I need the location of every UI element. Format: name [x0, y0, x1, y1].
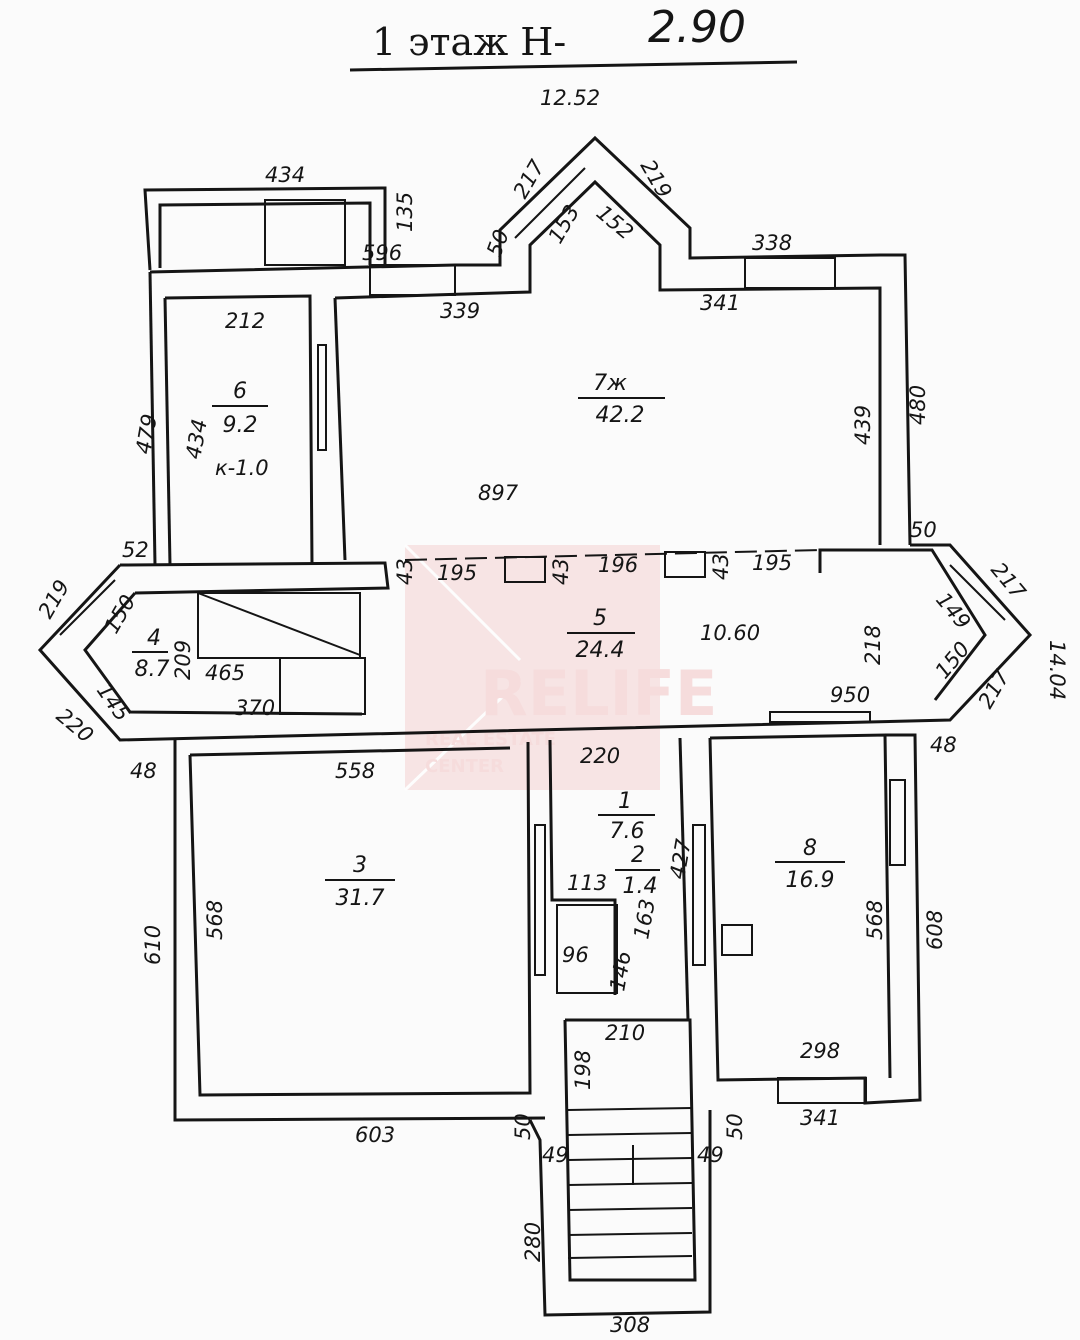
- dimension-label: 1: [618, 789, 632, 814]
- dimension-label: 7ж: [593, 371, 627, 396]
- dimension-label: 16.9: [786, 868, 835, 893]
- dimension-label: 152: [592, 200, 638, 244]
- dimension-label: 219: [34, 576, 75, 623]
- dimension-label: 558: [335, 759, 375, 783]
- dimension-label: 6: [233, 379, 247, 404]
- dimension-label: 298: [800, 1039, 840, 1063]
- dimension-label: 150: [930, 637, 974, 683]
- dimension-label: 568: [203, 900, 227, 940]
- dimension-label: 370: [235, 696, 275, 720]
- walls: [37, 135, 1033, 1317]
- room-labels: 17.6 21.4 331.7 48.7 524.4 69.2к-1.0 7ж4…: [132, 371, 845, 911]
- dimension-label: 49: [697, 1143, 724, 1167]
- dimension-label: 434: [265, 163, 305, 187]
- dimension-label: 280: [521, 1222, 545, 1262]
- room-7: 7ж 42.2: [578, 371, 665, 428]
- dimension-label: 8.7: [135, 657, 170, 682]
- watermark-sub2: CENTER: [425, 756, 504, 777]
- dimension-label: 465: [205, 661, 245, 685]
- corridor-length: 10.60: [700, 621, 760, 645]
- dimension-label: 596: [362, 241, 402, 265]
- overall-width: 12.52: [540, 86, 600, 110]
- dimension-label: 5: [593, 606, 607, 631]
- dimension-label: 897: [478, 481, 519, 505]
- dimension-label: 145: [92, 679, 135, 726]
- room-1: 17.6: [598, 789, 655, 844]
- room-3: 331.7: [325, 853, 395, 911]
- dimension-label: 439: [851, 405, 875, 445]
- dimension-label: 50: [482, 226, 514, 259]
- watermark-brand: RELIFE: [480, 657, 717, 730]
- room-4: 48.7: [132, 626, 170, 682]
- dimension-label: 339: [440, 299, 480, 323]
- title-floor: 1 этаж Н-: [372, 20, 566, 64]
- dimension-label: 7.6: [610, 819, 645, 844]
- dimension-label: 198: [571, 1050, 595, 1090]
- dimension-label: 217: [509, 155, 550, 202]
- dimension-label: 42.2: [596, 403, 645, 428]
- dimension-label: 49: [542, 1143, 569, 1167]
- dimension-label: 113: [567, 871, 607, 895]
- overall-depth: 14.04: [1045, 640, 1069, 700]
- dimension-label: 603: [355, 1123, 395, 1147]
- dimension-label: 9.2: [223, 413, 258, 438]
- page-title: 1 этаж Н- 2.90: [349, 2, 798, 72]
- dimension-label: 219: [636, 156, 677, 203]
- room-6: 6 9.2 к-1.0: [212, 379, 269, 480]
- dimension-label: 50: [723, 1113, 747, 1140]
- dimension-label: 96: [562, 943, 589, 967]
- dimension-label: 43: [549, 558, 573, 585]
- dimension-label: 52: [122, 538, 149, 562]
- dimension-label: 217: [974, 665, 1015, 712]
- dimension-label: 610: [141, 925, 165, 965]
- dimension-label: 150: [100, 591, 141, 638]
- dimension-label: 220: [52, 703, 98, 747]
- dimension-label: 153: [544, 201, 585, 248]
- room-8: 816.9: [775, 836, 845, 893]
- dimension-label: 195: [752, 551, 792, 575]
- dimension-label: 480: [906, 385, 930, 425]
- dimension-label: 434: [181, 417, 212, 461]
- dimension-label: 341: [800, 1106, 840, 1130]
- dimension-label: 209: [171, 640, 195, 680]
- dimension-label: 149: [931, 588, 975, 634]
- room-2: 21.4: [615, 843, 660, 899]
- dimension-label: 220: [580, 744, 620, 768]
- dimension-label: 195: [437, 561, 477, 585]
- dimension-label: 48: [930, 733, 957, 757]
- dimension-label: 427: [665, 837, 696, 881]
- dimension-label: 308: [610, 1313, 650, 1337]
- dimension-label: 48: [130, 759, 157, 783]
- dimension-label: 218: [861, 625, 885, 665]
- dimension-label: 50: [511, 1113, 535, 1140]
- dimension-label: 338: [752, 231, 792, 255]
- dimension-label: 43: [709, 553, 733, 580]
- dimension-label: 31.7: [336, 886, 385, 911]
- dimension-label: 50: [910, 518, 937, 542]
- dimension-label: 43: [393, 558, 417, 585]
- dimension-label: 950: [830, 683, 870, 707]
- room-5: 524.4: [567, 606, 635, 663]
- dimension-label: 608: [923, 910, 947, 950]
- dimension-label: к-1.0: [215, 456, 269, 480]
- dimension-label: 24.4: [576, 638, 625, 663]
- dimension-label: 568: [863, 900, 887, 940]
- dimension-label: 4: [147, 626, 161, 651]
- dimension-label: 341: [700, 291, 740, 315]
- dimension-label: 3: [353, 853, 367, 878]
- dimension-label: 1.4: [623, 874, 658, 899]
- dimension-label: 479: [131, 412, 162, 456]
- dimension-label: 212: [225, 309, 265, 333]
- dimension-label: 196: [598, 553, 638, 577]
- title-height: 2.90: [648, 2, 746, 53]
- dimension-label: 146: [605, 949, 636, 993]
- dimension-label: 217: [986, 558, 1031, 605]
- dimension-label: 2: [631, 843, 645, 868]
- dimension-label: 163: [629, 897, 660, 941]
- dimension-label: 8: [803, 836, 817, 861]
- dimension-label: 210: [605, 1021, 645, 1045]
- watermark-sub1: REAL ESTATE: [425, 729, 556, 750]
- dimension-label: 135: [393, 192, 417, 232]
